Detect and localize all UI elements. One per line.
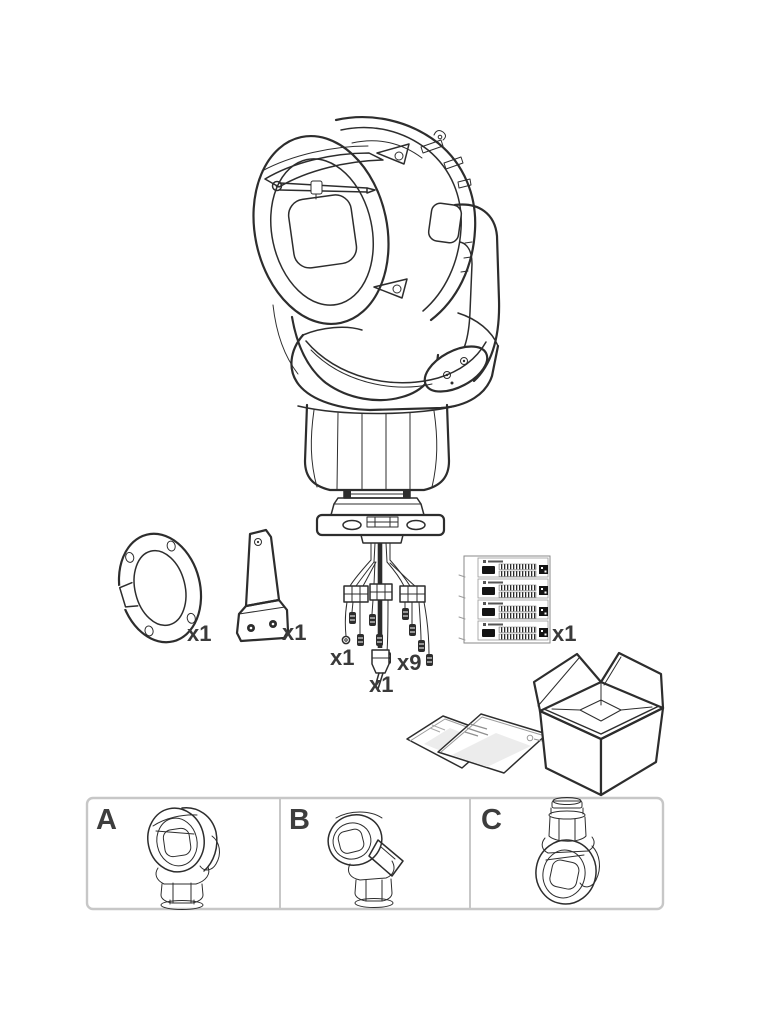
label-row (458, 620, 549, 641)
label-sheet-qty-label: x1 (552, 621, 576, 646)
mount-option-b-camera (327, 811, 404, 908)
mount-option-a-camera (147, 807, 220, 910)
bracket-qty-label: x1 (282, 620, 306, 645)
mount-option-a-label: A (96, 804, 117, 836)
connectors-qty-label: x9 (397, 650, 421, 675)
ground-ring-terminal (341, 635, 351, 645)
camera-base (315, 497, 446, 544)
vent-top (376, 143, 410, 165)
label-row (458, 578, 549, 599)
cable-harness-illustration (341, 542, 433, 690)
document-logo (526, 734, 534, 742)
mount-option-b: B (289, 804, 404, 908)
label-row (458, 557, 549, 578)
camera-head (252, 116, 477, 402)
wire-block-middle (369, 583, 393, 601)
ground-wire-qty-label: x1 (330, 645, 354, 670)
wire-block-right (399, 585, 426, 603)
wire-block-left (343, 585, 369, 603)
mount-option-c-label: C (481, 804, 502, 836)
network-connector-qty-label: x1 (369, 672, 393, 697)
gasket-qty-label: x1 (187, 621, 211, 646)
ground-wire (344, 601, 348, 637)
camera-body (297, 403, 457, 499)
network-connector (371, 649, 390, 690)
packaging-box-illustration (532, 651, 665, 797)
mount-option-c-camera (535, 797, 600, 905)
head-knob (433, 130, 446, 141)
gasket-illustration (114, 532, 203, 644)
document-front (437, 713, 548, 774)
label-sheet-illustration (458, 555, 551, 644)
label-row (458, 599, 549, 620)
wiper-arm (271, 180, 376, 200)
camera-window (287, 194, 358, 269)
mount-option-a: A (96, 804, 220, 910)
visor (264, 152, 384, 188)
camera-shoulder (290, 312, 500, 412)
camera-arm (423, 202, 501, 393)
documents-illustration (406, 713, 548, 774)
mount-options-panel: A B (85, 796, 665, 911)
bracket-illustration (235, 528, 290, 643)
mount-option-b-label: B (289, 804, 310, 836)
mount-option-c: C (481, 797, 600, 905)
vent-bottom (373, 278, 408, 299)
main-camera-illustration (252, 116, 501, 544)
